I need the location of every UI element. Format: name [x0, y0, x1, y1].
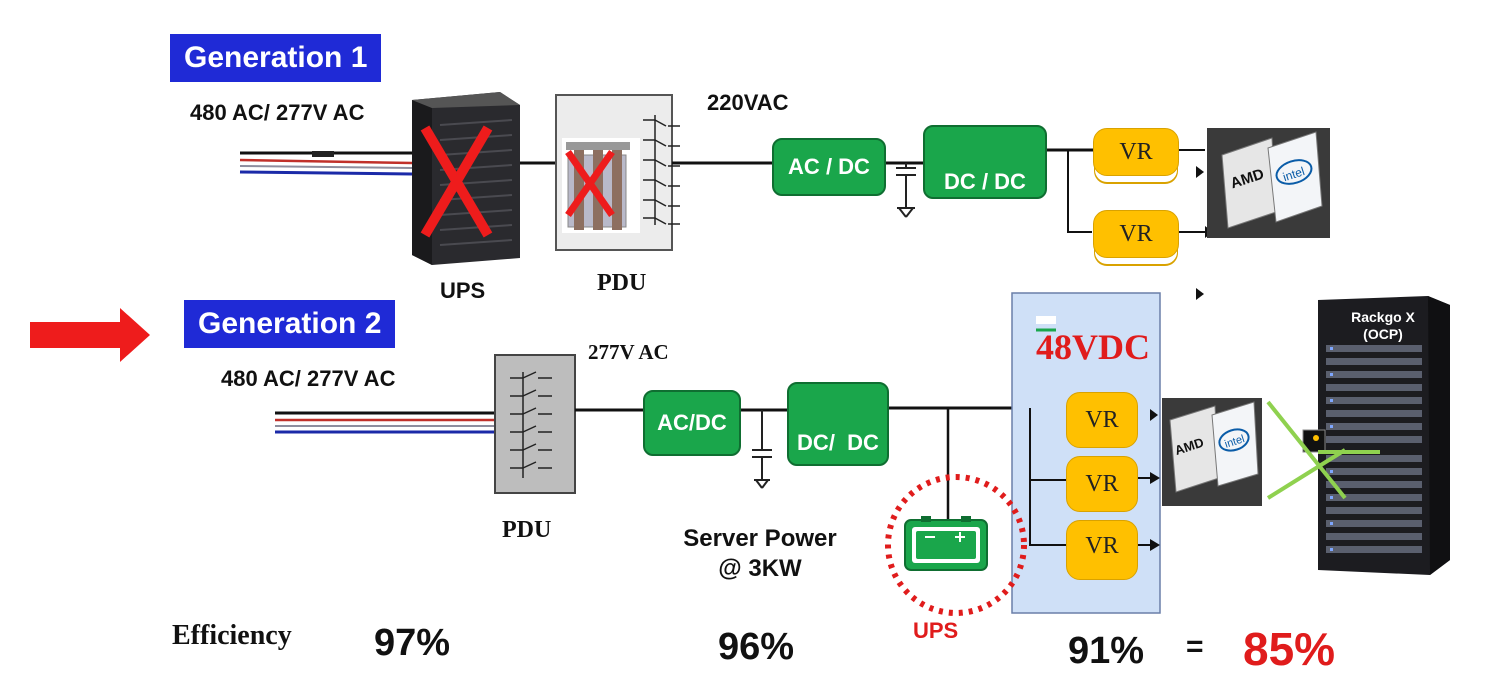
gen2-pdu-label: PDU [502, 517, 552, 543]
gen2-dcdc-label-b: DC [847, 430, 879, 455]
gen1-ups-cabinet [412, 92, 520, 265]
efficiency-equals: = [1186, 630, 1204, 663]
gen2-bus-voltage: 277V AC [588, 340, 669, 364]
gen2-vr-1: VR [1066, 392, 1138, 448]
gen1-capacitor-ground [896, 163, 916, 218]
efficiency-label: Efficiency [172, 620, 292, 651]
gen2-vr-3: VR [1066, 520, 1138, 580]
rack-label-line-2: (OCP) [1363, 326, 1403, 342]
gen1-vr-2: VR [1093, 210, 1179, 258]
gen2-ups-label: UPS [913, 618, 959, 643]
efficiency-vr: 91% [1068, 630, 1145, 672]
gen1-vr-1: VR [1093, 128, 1179, 176]
gen1-acdc-converter: AC / DC [772, 138, 886, 196]
gen2-input-voltage: 480 AC/ 277V AC [221, 366, 396, 391]
gen2-intel-chip-label: intel [1223, 433, 1246, 451]
gen1-intel-chip-label: intel [1281, 164, 1306, 184]
gen2-dcdc-label-a: DC/ [797, 430, 835, 455]
gen1-input-cables [239, 151, 413, 176]
gen2-pdu-box [494, 354, 576, 494]
gen1-dcdc-converter: DC / DC [923, 125, 1047, 199]
gen2-cpu-chips-image: AMD intel [1162, 398, 1262, 506]
gen1-acdc-label-b: DC [838, 154, 870, 179]
server-power-note: Server Power @ 3KW [668, 524, 852, 584]
battery-icon [904, 516, 988, 571]
current-generation-arrow [30, 308, 150, 362]
gen1-acdc-label-a: AC [788, 154, 820, 179]
gen2-dcdc-converter: DC/ DC [787, 382, 889, 466]
gen2-input-cables [275, 411, 495, 434]
chip-to-rack-highlight [1266, 400, 1380, 500]
gen1-input-voltage: 480 AC/ 277V AC [190, 100, 365, 125]
gen1-bus-voltage: 220VAC [707, 90, 789, 115]
dc48-bus-label: 48VDC [1036, 327, 1150, 367]
rack-label-line-1: Rackgo X [1351, 309, 1415, 325]
gen1-pdu-box [555, 94, 680, 251]
gen2-capacitor-ground [752, 410, 772, 489]
gen2-acdc-converter: AC/DC [643, 390, 741, 456]
server-power-line-2: @ 3KW [718, 555, 802, 582]
rackgo-x-server-rack [1302, 296, 1450, 575]
gen2-label: Generation 2 [184, 300, 396, 348]
gen2-ups-dotted-circle [885, 474, 1027, 616]
gen1-dcdc-label-a: DC [944, 169, 976, 194]
gen1-label: Generation 1 [170, 34, 382, 82]
rack-label: Rackgo X (OCP) [1328, 309, 1438, 343]
gen1-dcdc-label-b: DC [994, 169, 1026, 194]
server-power-line-1: Server Power [683, 525, 837, 552]
gen1-pdu-removed-x-mark [565, 149, 615, 218]
gen1-pdu-label: PDU [597, 270, 647, 296]
efficiency-conversion: 96% [718, 626, 795, 668]
efficiency-pdu: 97% [374, 622, 451, 664]
efficiency-total: 85% [1243, 623, 1336, 675]
gen1-ups-label: UPS [440, 278, 486, 303]
gen1-ups-removed-x-mark [420, 125, 493, 238]
gen2-vr-2: VR [1066, 456, 1138, 512]
gen1-cpu-chips-image: AMD intel [1207, 128, 1330, 238]
